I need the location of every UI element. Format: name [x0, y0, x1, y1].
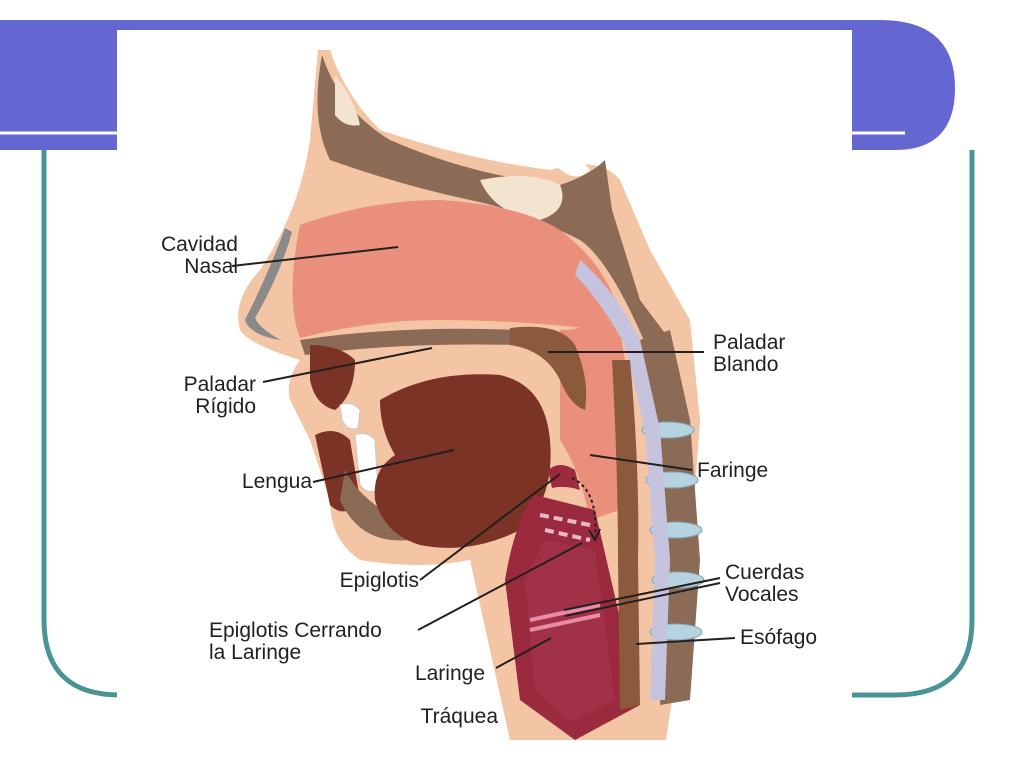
label-traquea-text: Tráquea	[420, 705, 498, 728]
upper-teeth	[339, 402, 361, 430]
label-epiglotis: Epiglotis	[317, 570, 419, 592]
label-faringe: Faringe	[697, 460, 797, 482]
label-laringe-text: Laringe	[414, 662, 485, 685]
label-paladar-rigido-line2: Rígido	[195, 395, 256, 418]
label-cavidad-nasal-line2: Nasal	[184, 255, 238, 278]
label-cuerdas-vocales: Cuerdas Vocales	[725, 562, 835, 606]
label-laringe: Laringe	[392, 663, 485, 685]
label-epiglotis-cerrando: Epiglotis Cerrando la Laringe	[209, 620, 424, 664]
label-lengua: Lengua	[216, 471, 312, 493]
nasal-cartilage	[245, 228, 292, 345]
label-paladar-blando: Paladar Blando	[713, 332, 823, 376]
label-esofago-text: Esófago	[740, 626, 818, 649]
label-faringe-text: Faringe	[697, 459, 769, 482]
label-epiglotis-text: Epiglotis	[339, 569, 419, 592]
label-paladar-blando-line1: Paladar	[713, 331, 786, 354]
tongue	[374, 374, 551, 548]
label-cuerdas-vocales-line1: Cuerdas	[725, 561, 805, 584]
leader-lines	[231, 246, 736, 669]
label-epiglotis-cerrando-line1: Epiglotis Cerrando	[209, 619, 382, 642]
pituitary-fossa	[555, 158, 590, 177]
label-traquea: Tráquea	[392, 706, 498, 728]
vocal-cords	[529, 603, 601, 632]
upper-jaw	[310, 345, 355, 410]
label-esofago: Esófago	[740, 627, 840, 649]
pharyngeal-wall	[575, 260, 670, 700]
head-cross-section-illustration	[117, 30, 852, 768]
label-cuerdas-vocales-line2: Vocales	[725, 583, 799, 606]
hard-palate-bone	[300, 328, 520, 355]
label-cavidad-nasal-line1: Cavidad	[160, 233, 238, 256]
larynx-inner	[525, 540, 615, 722]
label-cavidad-nasal: Cavidad Nasal	[130, 234, 238, 278]
skull-bone	[317, 55, 670, 350]
sphenoid-sinus	[480, 176, 563, 220]
label-epiglotis-cerrando-line2: la Laringe	[209, 641, 302, 664]
esophagus	[612, 360, 640, 710]
frontal-sinus	[335, 75, 360, 126]
soft-palate	[510, 326, 587, 410]
epiglottis	[548, 465, 580, 490]
label-lengua-text: Lengua	[241, 470, 312, 493]
label-paladar-rigido: Paladar Rígido	[150, 374, 256, 418]
nasal-cavity	[292, 200, 615, 338]
arrow-head	[588, 528, 601, 543]
label-paladar-blando-line2: Blando	[713, 353, 779, 376]
trachea-rings	[539, 513, 591, 542]
label-paladar-rigido-line1: Paladar	[183, 373, 256, 396]
